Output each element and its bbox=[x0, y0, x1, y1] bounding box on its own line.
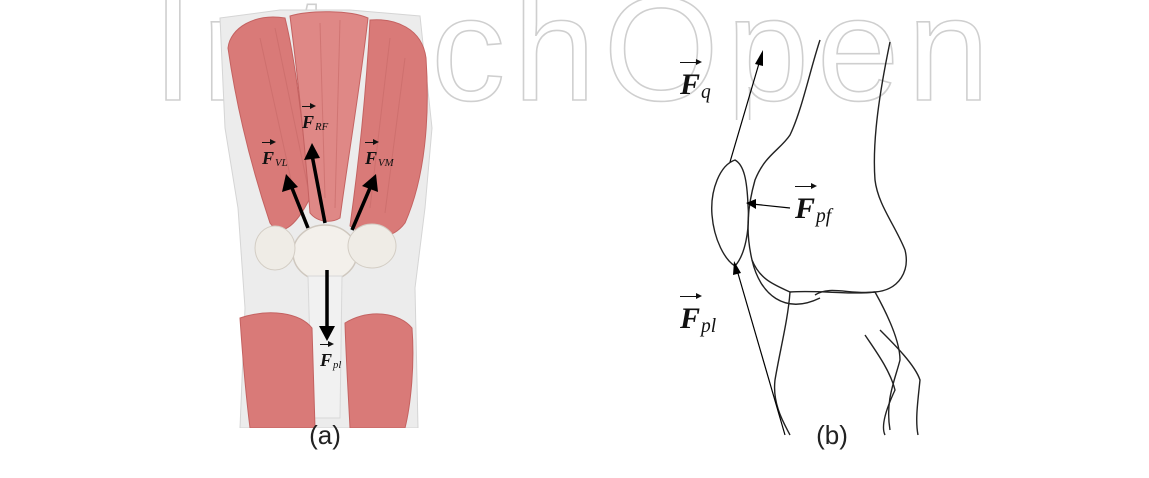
arrow-q bbox=[730, 60, 760, 162]
force-vl-label: FVL bbox=[262, 148, 288, 169]
caption-b: (b) bbox=[792, 420, 872, 451]
force-q-label: Fq bbox=[680, 68, 711, 104]
force-pl-label-a: Fpl bbox=[320, 350, 341, 371]
force-rf-label: FRF bbox=[302, 112, 328, 133]
force-vm-label: FVM bbox=[365, 148, 394, 169]
arrow-q-head bbox=[755, 50, 763, 66]
caption-a: (a) bbox=[285, 420, 365, 451]
force-arrows-b bbox=[730, 50, 790, 435]
force-pf-label: Fpf bbox=[795, 192, 831, 228]
watermark: IntechOpen bbox=[0, 0, 1149, 120]
watermark-logo: IntechOpen bbox=[0, 0, 1149, 120]
force-pl-label-b: Fpl bbox=[680, 302, 716, 338]
arrow-pf bbox=[752, 204, 790, 208]
figure-b bbox=[690, 30, 960, 440]
knee-sagittal-diagram bbox=[690, 30, 960, 440]
arrow-pl-b bbox=[737, 270, 785, 435]
knee-outline bbox=[712, 40, 920, 435]
